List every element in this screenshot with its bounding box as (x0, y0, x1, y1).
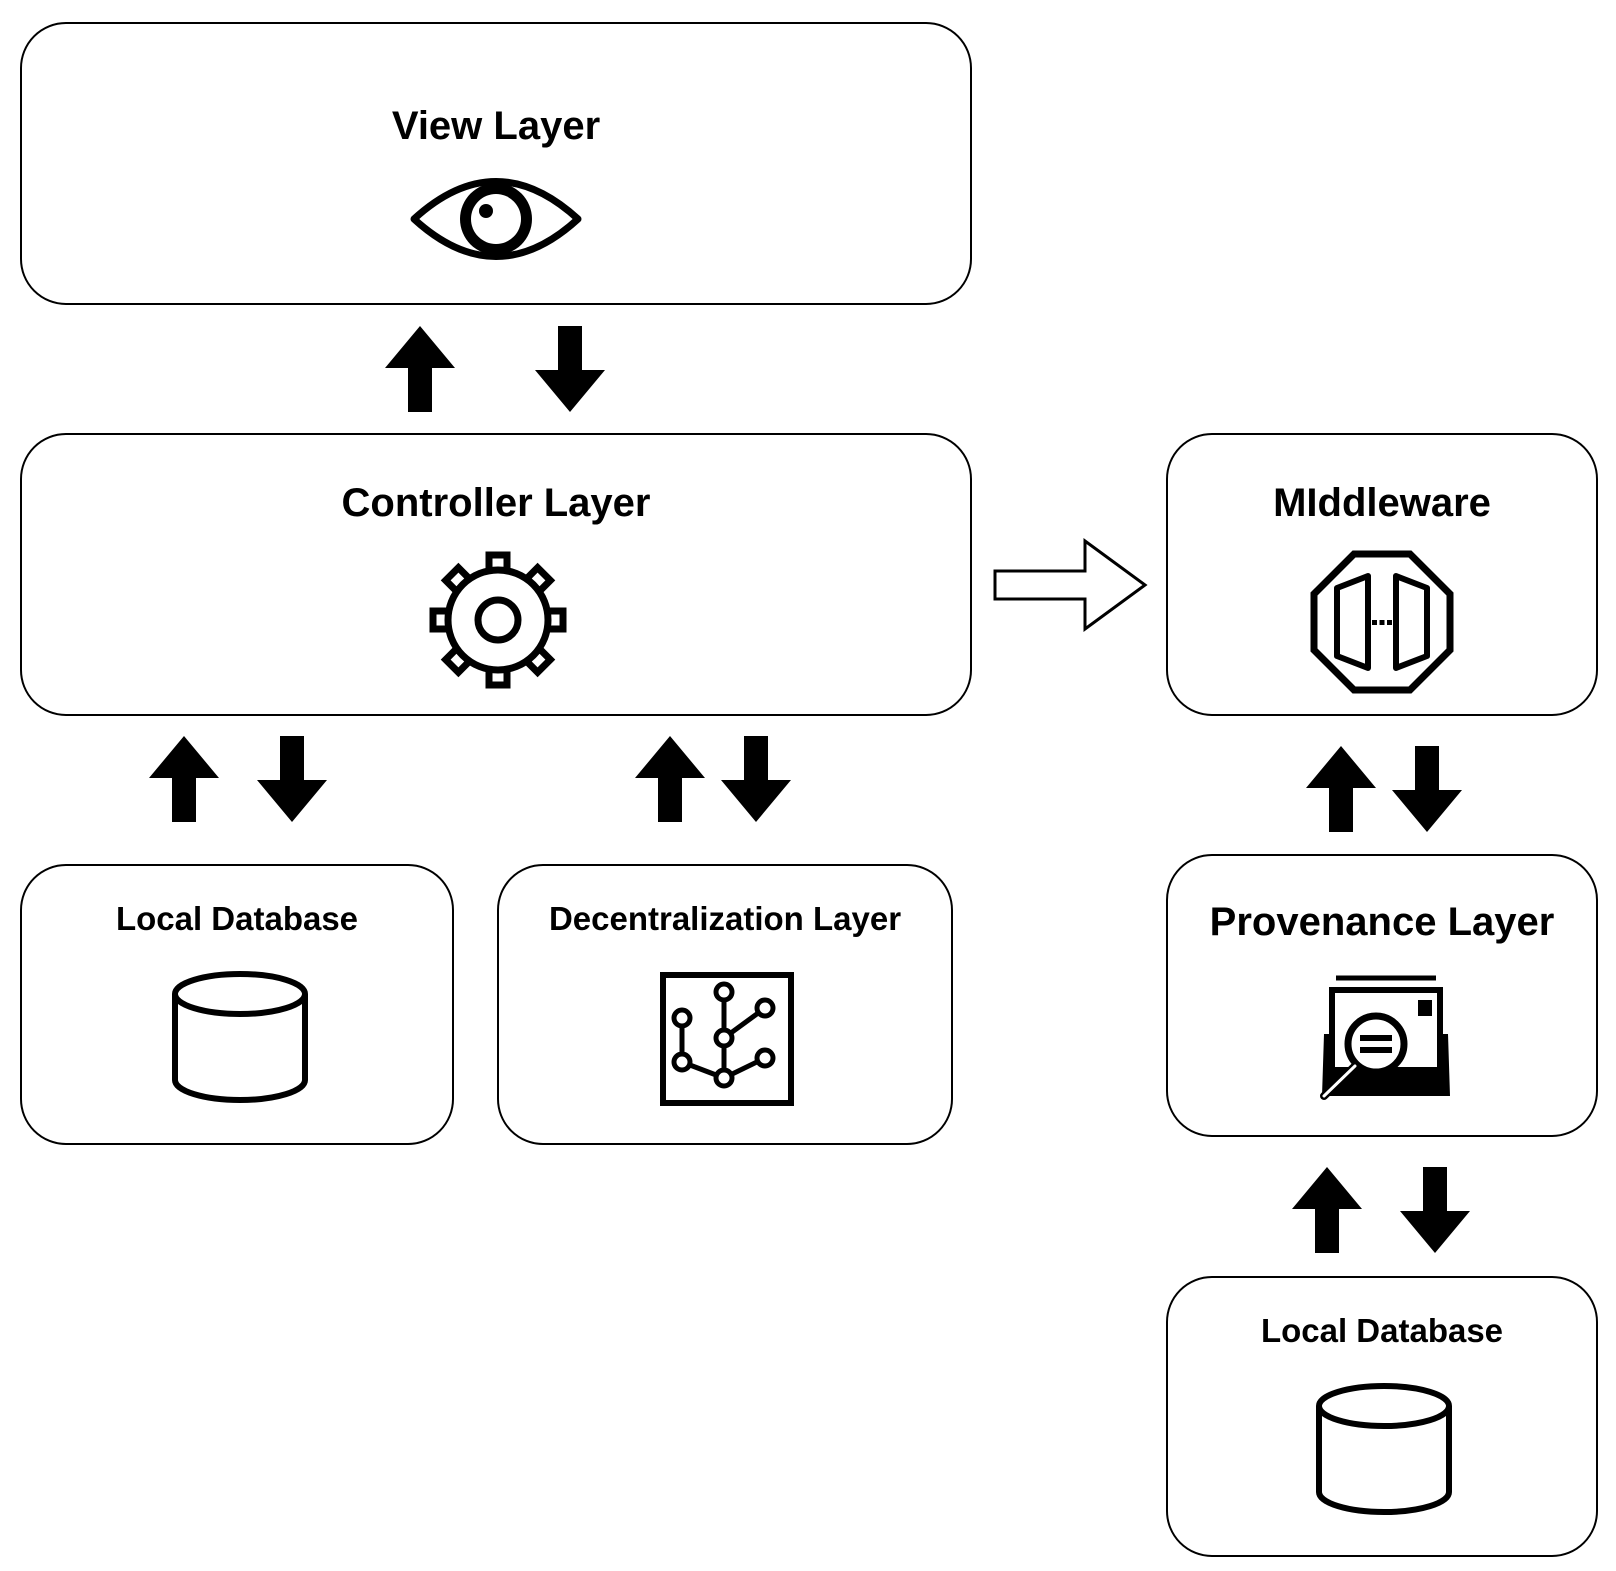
arrow-down-provenance-to-localdb (1400, 1167, 1470, 1253)
decentralization-layer-box: Decentralization Layer (497, 864, 953, 1145)
arrow-down-controller-to-localdb (257, 736, 327, 822)
document-search-icon (1320, 975, 1450, 1100)
database-icon (1316, 1383, 1452, 1515)
local-database-right-label: Local Database (1260, 1312, 1504, 1349)
arrow-up-localdb-to-provenance (1292, 1167, 1362, 1253)
decentralization-layer-label: Decentralization Layer (548, 900, 902, 937)
arrow-down-controller-to-decentralization (721, 736, 791, 822)
arrow-down-view-to-controller (535, 326, 605, 412)
provenance-layer-label: Provenance Layer (1209, 900, 1555, 944)
eye-icon (410, 178, 582, 260)
view-layer-label: View Layer (391, 104, 601, 148)
local-database-left-label: Local Database (115, 900, 359, 937)
arrow-up-decentralization-to-controller (635, 736, 705, 822)
arrow-up-controller-to-view (385, 326, 455, 412)
local-database-left-box: Local Database (20, 864, 454, 1145)
provenance-layer-box: Provenance Layer (1166, 854, 1598, 1137)
local-database-right-box: Local Database (1166, 1276, 1598, 1557)
middleware-box: MIddleware (1166, 433, 1598, 716)
middleware-label: MIddleware (1273, 481, 1491, 525)
gear-icon (429, 551, 567, 689)
outline-arrow-controller-to-middleware (993, 538, 1148, 632)
controller-layer-box: Controller Layer (20, 433, 972, 716)
controller-layer-label: Controller Layer (341, 481, 651, 525)
middleware-octagon-icon (1310, 550, 1454, 694)
arrow-down-middleware-to-provenance (1392, 746, 1462, 832)
database-icon (172, 971, 308, 1103)
arrow-up-provenance-to-middleware (1306, 746, 1376, 832)
network-tree-icon (660, 972, 794, 1106)
view-layer-box: View Layer (20, 22, 972, 305)
arrow-up-localdb-to-controller (149, 736, 219, 822)
